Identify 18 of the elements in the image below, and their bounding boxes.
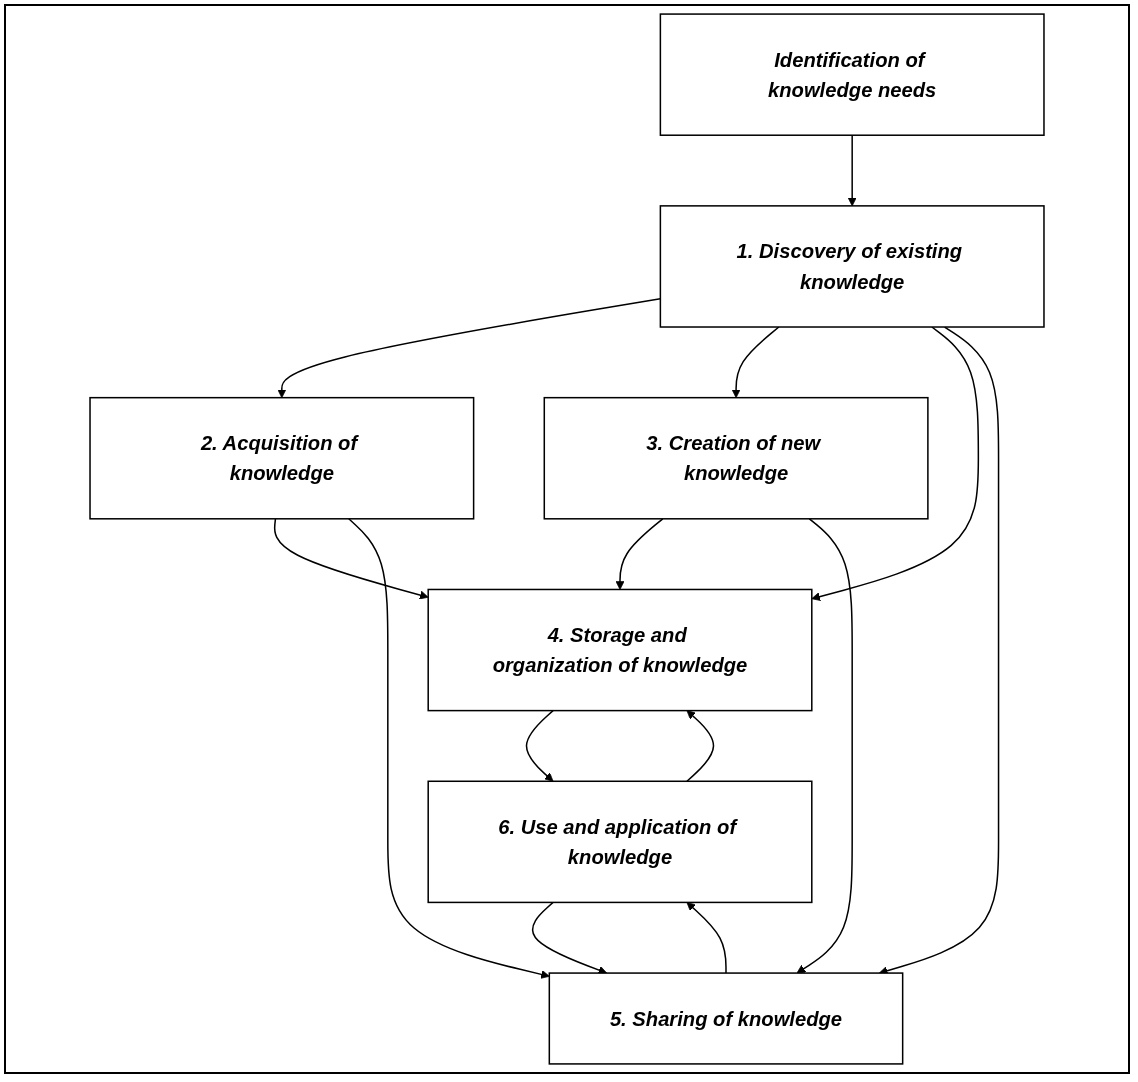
- arrow: [811, 326, 980, 601]
- arrow: [847, 134, 857, 207]
- arrow: [615, 518, 664, 590]
- arrow: [686, 902, 727, 974]
- arrow: [796, 518, 853, 974]
- arrow: [731, 326, 780, 399]
- node-box: Identification of knowledge needs: [659, 13, 1045, 136]
- node-box: 4. Storage and organization of knowledge: [427, 588, 813, 712]
- arrow: [686, 710, 715, 783]
- node-box: 5. Sharing of knowledge: [548, 972, 904, 1065]
- node-box: 1. Discovery of existing knowledge: [659, 205, 1045, 328]
- arrow: [525, 709, 554, 782]
- node-box: 3. Creation of new knowledge: [543, 396, 929, 520]
- arrow: [348, 518, 550, 979]
- arrow: [531, 901, 608, 975]
- node-box: 6. Use and application of knowledge: [427, 780, 813, 904]
- arrow: [273, 518, 429, 600]
- node-box: 2. Acquisition of knowledge: [89, 396, 475, 520]
